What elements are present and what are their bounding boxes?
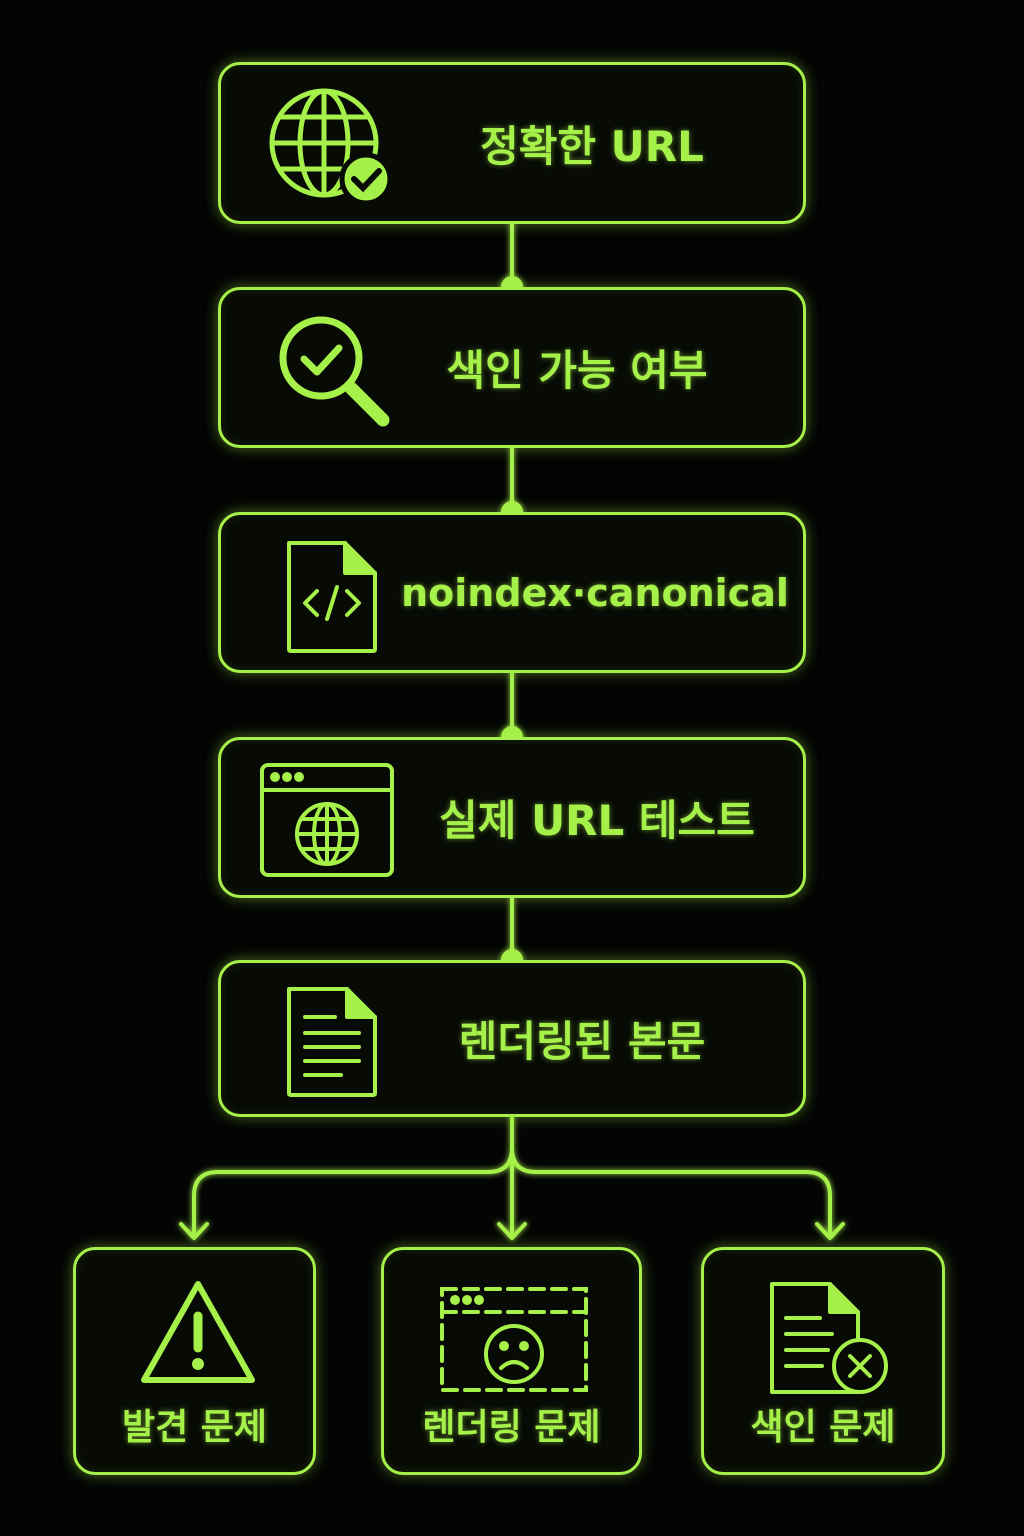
step-label: 렌더링된 본문 [458, 1017, 706, 1066]
step-accurate-url: 정확한 URL [218, 62, 806, 224]
outcome-label: 렌더링 문제 [422, 1407, 601, 1448]
outcome-indexing-issue: 색인 문제 [701, 1247, 945, 1475]
branch-connector [192, 1115, 514, 1238]
step-indexability: 색인 가능 여부 [218, 287, 806, 448]
document-text-icon [283, 985, 379, 1099]
broken-browser-sad-icon [439, 1286, 589, 1394]
code-file-icon [283, 539, 379, 655]
globe-check-icon [269, 88, 394, 206]
step-noindex-canonical: noindex·canonical [218, 512, 806, 673]
warning-triangle-icon [138, 1278, 258, 1388]
step-label: noindex·canonical [401, 570, 789, 615]
step-rendered-content: 렌더링된 본문 [218, 960, 806, 1117]
outcome-label: 색인 문제 [750, 1407, 896, 1448]
step-live-url-test: 실제 URL 테스트 [218, 737, 806, 898]
step-label: 실제 URL 테스트 [439, 796, 755, 845]
document-x-icon [768, 1280, 894, 1400]
arrowhead-right [815, 1222, 845, 1240]
browser-globe-icon [259, 762, 395, 878]
outcome-label: 발견 문제 [121, 1407, 267, 1448]
outcome-rendering-issue: 렌더링 문제 [381, 1247, 642, 1475]
outcome-discovery-issue: 발견 문제 [73, 1247, 316, 1475]
step-label: 정확한 URL [480, 121, 704, 171]
magnifier-check-icon [277, 314, 392, 429]
step-label: 색인 가능 여부 [446, 346, 708, 395]
arrowhead-center [497, 1222, 527, 1240]
arrowhead-left [179, 1222, 209, 1240]
